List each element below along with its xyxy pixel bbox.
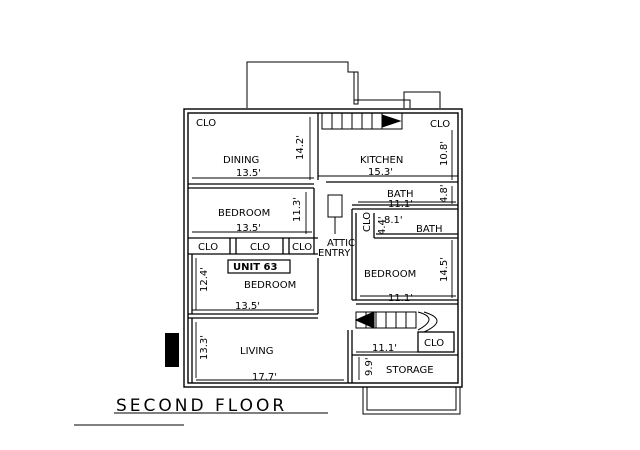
dim-bedroom1-width: 13.5': [236, 223, 261, 234]
unit-label: UNIT 63: [233, 262, 277, 273]
room-bath-1: BATH: [387, 189, 414, 200]
clo-c: CLO: [292, 242, 312, 253]
room-bath-2: BATH: [416, 224, 443, 235]
clo-a: CLO: [198, 242, 218, 253]
dim-storage-depth: 9.9': [364, 357, 375, 376]
bottom-stair: [362, 387, 461, 415]
storage-stair: [354, 311, 438, 333]
dim-living-depth: 13.3': [199, 335, 210, 360]
dim-bath2-width: 8.1': [384, 215, 403, 226]
dim-dining-depth: 14.2': [295, 135, 306, 160]
dim-bedroom2-depth: 12.4': [199, 267, 210, 292]
room-bedroom-2: BEDROOM: [244, 280, 296, 291]
dim-bath1-depth: 4.8': [439, 184, 450, 203]
room-attic: ATTIC: [327, 238, 355, 249]
dim-kitchen-width: 15.3': [368, 167, 393, 178]
dim-bedroom1-depth: 11.3': [292, 197, 303, 222]
clo-b: CLO: [250, 242, 270, 253]
room-attic-entry: ENTRY: [318, 248, 351, 259]
room-kitchen: KITCHEN: [360, 155, 403, 166]
dim-storage-width: 11.1': [372, 343, 397, 354]
dimension-lines: [192, 117, 458, 381]
dim-dining-width: 13.5': [236, 168, 261, 179]
clo-storage: CLO: [424, 338, 444, 349]
room-dining: DINING: [223, 155, 259, 166]
interior-walls: [188, 113, 458, 383]
dim-kitchen-depth: 10.8': [439, 141, 450, 166]
top-deck: [246, 61, 441, 108]
dim-bath2-depth: 4.4': [377, 216, 388, 235]
entry-door-slab: [165, 333, 179, 367]
dim-bedroom3-width: 11.1': [388, 293, 413, 304]
room-storage: STORAGE: [386, 365, 434, 376]
clo-bath: CLO: [362, 212, 373, 232]
room-bedroom-3: BEDROOM: [364, 269, 416, 280]
dim-living-width: 17.7': [252, 372, 277, 383]
clo-dining: CLO: [196, 118, 216, 129]
clo-kitchen: CLO: [430, 119, 450, 130]
dim-bedroom2-width: 13.5': [235, 301, 260, 312]
plan-title: SECOND FLOOR: [116, 396, 287, 416]
room-bedroom-1: BEDROOM: [218, 208, 270, 219]
room-living: LIVING: [240, 346, 274, 357]
attic-hatch: [327, 194, 343, 218]
dim-bath1-width: 11.1': [388, 199, 413, 210]
unit-label-box: [227, 259, 291, 274]
kitchen-stair: [321, 112, 403, 130]
dim-bedroom3-depth: 14.5': [439, 257, 450, 282]
